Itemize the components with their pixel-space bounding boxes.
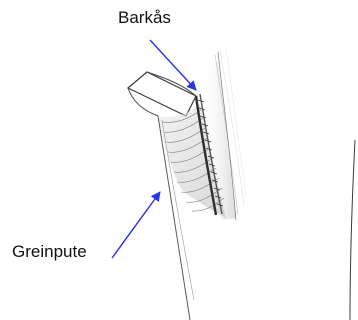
branch-collar-label: Greinpute [12,242,87,262]
branch-collar-arrow [112,192,160,258]
bark-ridge-label: Barkås [118,8,171,28]
